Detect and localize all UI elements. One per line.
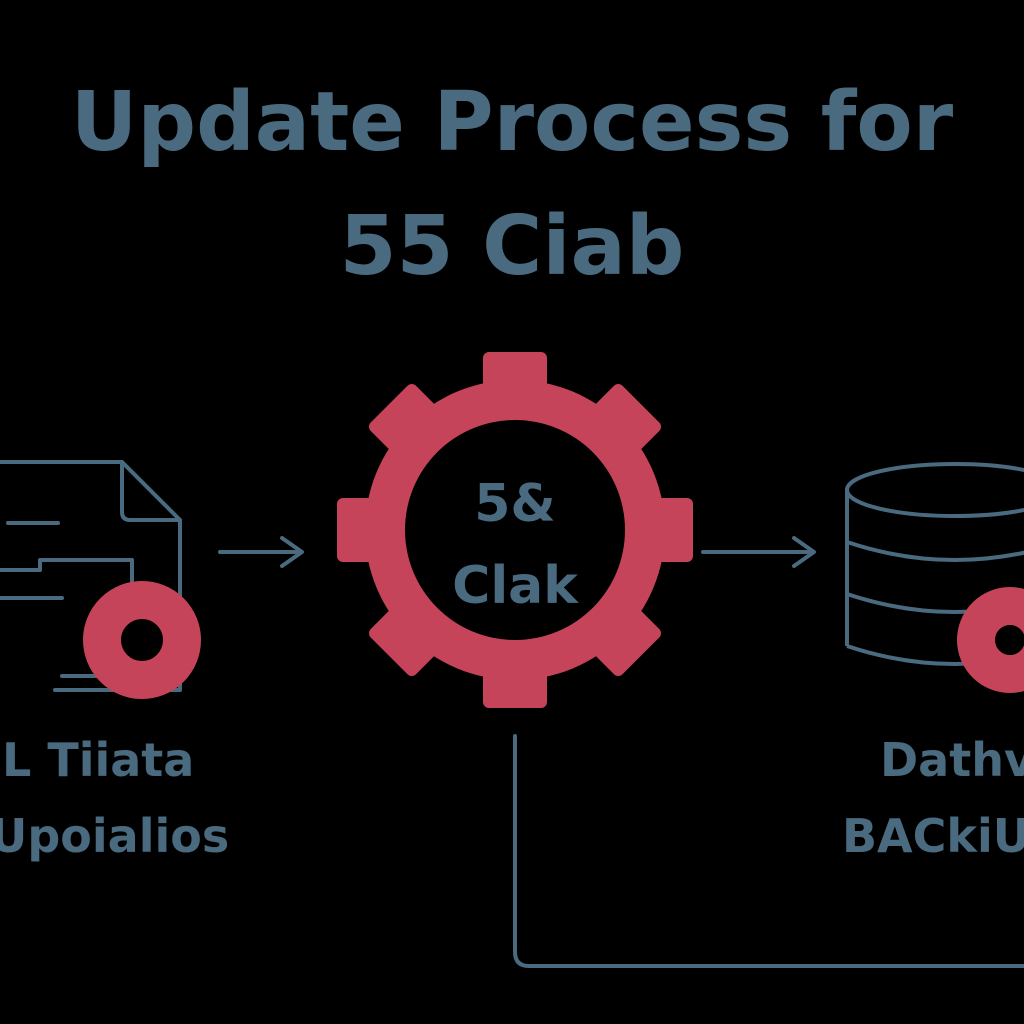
document-corner-fold: [120, 460, 182, 522]
arrow-source-to-process: [218, 536, 304, 568]
gear-label-line-2: Clak: [452, 556, 578, 616]
gear-label-line-1: 5&: [474, 474, 556, 534]
target-badge-icon: [957, 587, 1024, 693]
source-label-line-1: L Tiiata: [2, 733, 195, 787]
source-badge-icon: [83, 581, 201, 699]
diagram-title-line-2: 55 Ciab: [339, 199, 685, 294]
document-line-2: [0, 558, 134, 600]
source-label-line-2: Upoialios: [0, 809, 230, 863]
arrow-process-to-target: [701, 536, 816, 568]
diagram-title-line-1: Update Process for: [70, 75, 954, 170]
gear-icon: [337, 352, 693, 708]
target-label-line-1: Dathv: [880, 733, 1024, 787]
target-label-line-2: BACkiU: [842, 809, 1024, 863]
database-icon: [845, 462, 1024, 666]
feedback-connector: [513, 734, 1024, 968]
